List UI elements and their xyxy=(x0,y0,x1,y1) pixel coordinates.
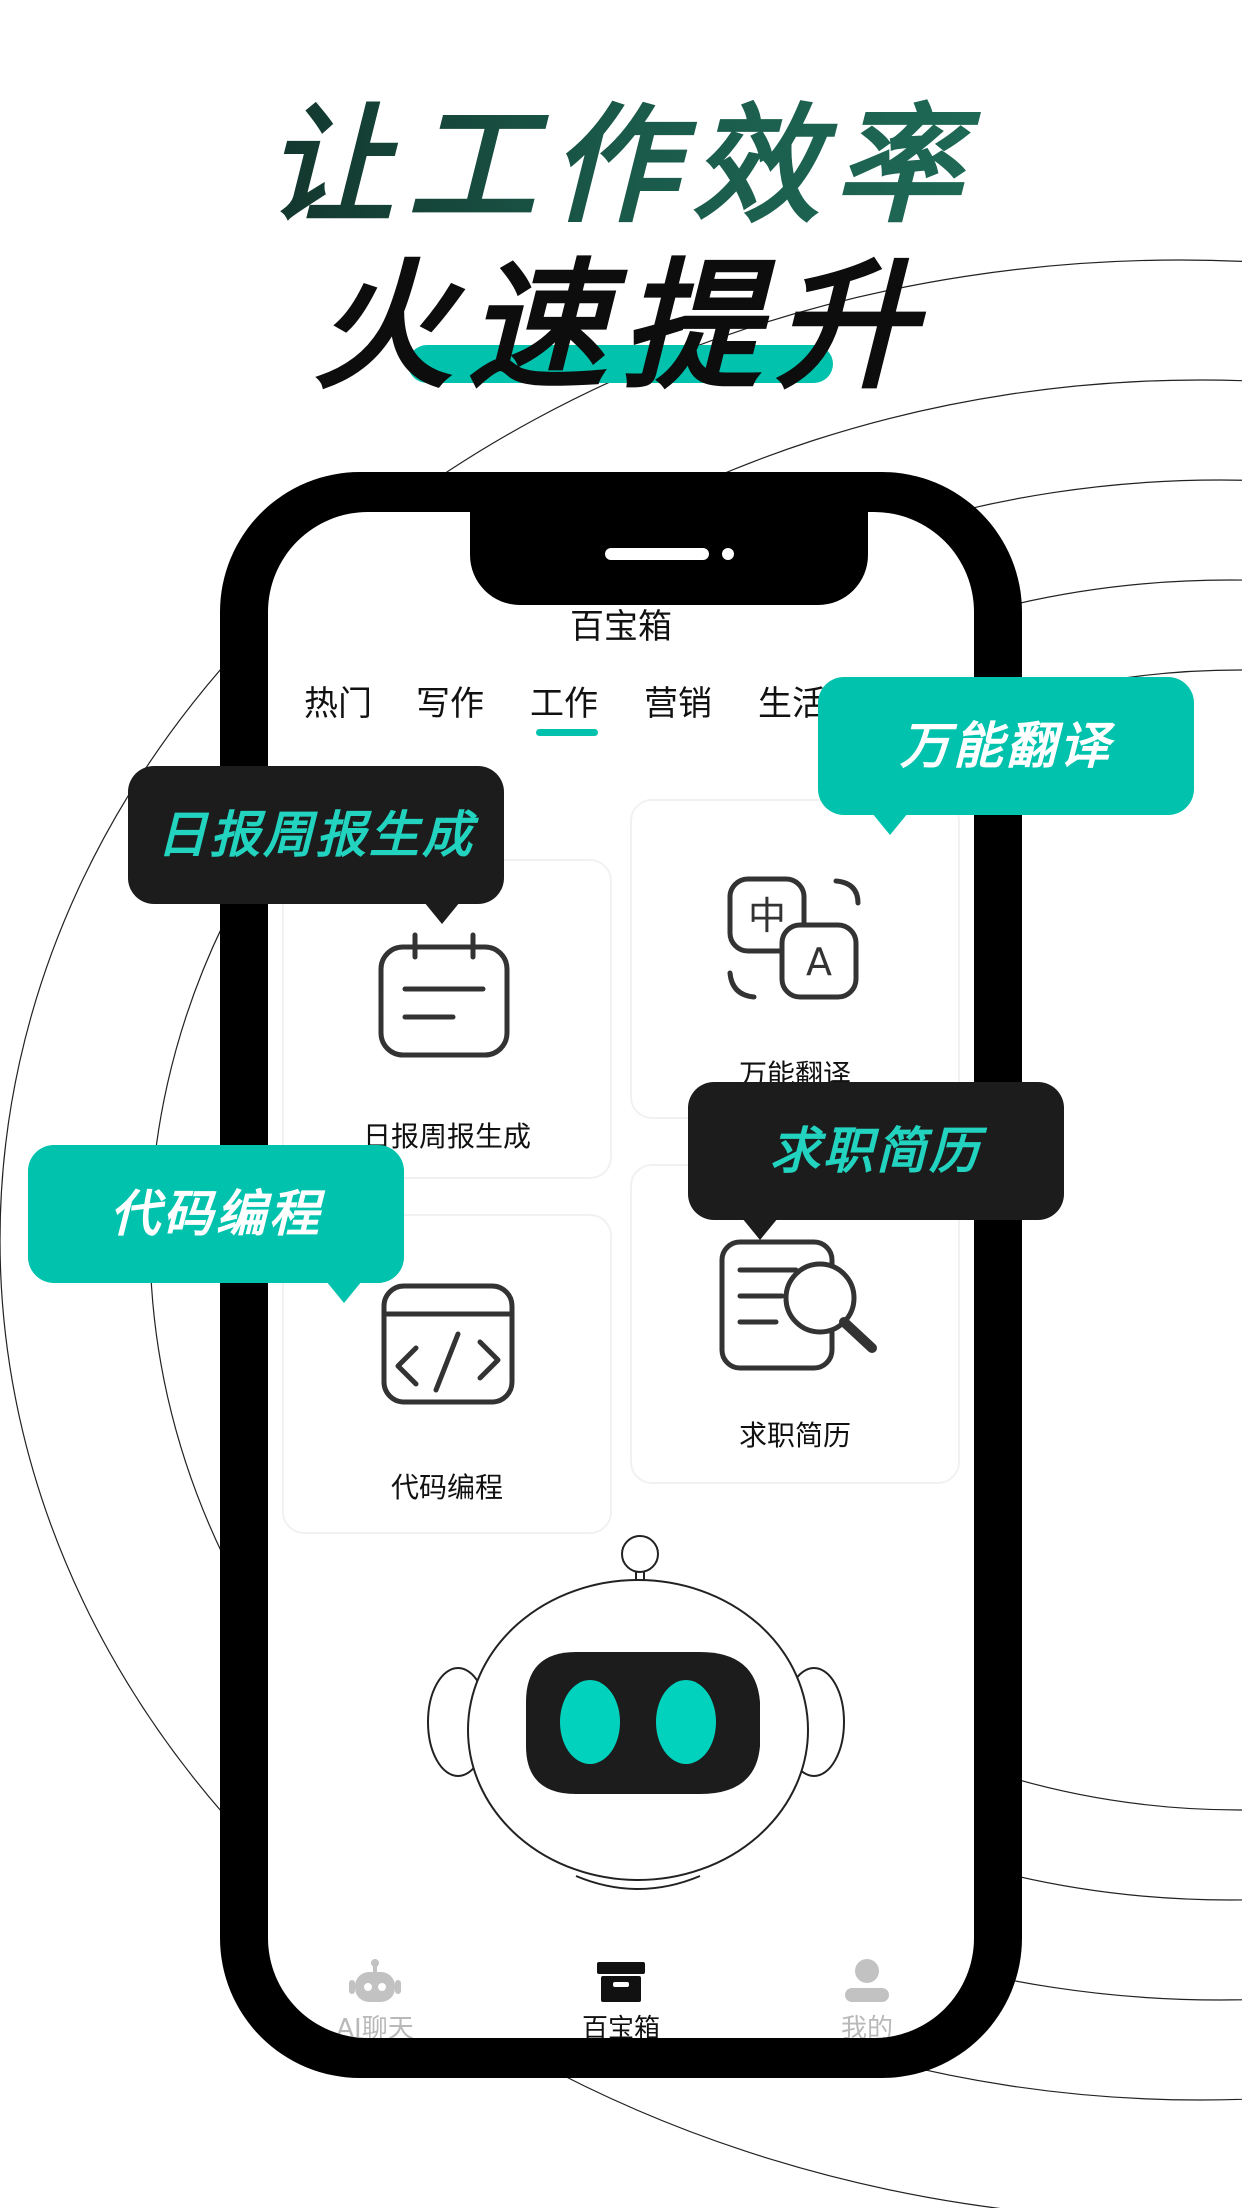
card-label: 求职简历 xyxy=(738,1419,851,1452)
callout-label: 求职简历 xyxy=(770,1122,982,1180)
card-translate[interactable]: 中 A 万能翻译 xyxy=(630,799,960,1119)
callout-label: 日报周报生成 xyxy=(157,806,475,864)
card-label: 代码编程 xyxy=(390,1471,503,1504)
tab-life[interactable]: 生活 xyxy=(758,684,826,724)
nav-ai-chat[interactable]: AI聊天 xyxy=(300,1958,450,2038)
svg-text:A: A xyxy=(806,940,832,984)
tab-marketing[interactable]: 营销 xyxy=(644,684,712,724)
callout-tail xyxy=(326,1281,362,1303)
tab-hot[interactable]: 热门 xyxy=(304,684,372,724)
box-icon xyxy=(597,1962,645,2002)
front-camera xyxy=(722,548,734,560)
code-icon xyxy=(381,1283,515,1405)
svg-text:中: 中 xyxy=(748,894,786,938)
robot-icon xyxy=(349,1959,401,2002)
callout-tail xyxy=(424,902,460,924)
user-icon xyxy=(845,1959,889,2002)
nav-label: 百宝箱 xyxy=(581,2014,660,2038)
tab-work[interactable]: 工作 xyxy=(530,684,598,724)
robot-mascot xyxy=(427,1535,845,1890)
callout-tail xyxy=(872,813,908,835)
callout-daily-report: 日报周报生成 xyxy=(128,766,504,924)
callout-code: 代码编程 xyxy=(28,1145,404,1303)
callout-translate: 万能翻译 xyxy=(818,677,1194,835)
resume-search-icon xyxy=(719,1239,877,1371)
headline-line-1: 让工作效率 xyxy=(0,92,1242,242)
nav-profile[interactable]: 我的 xyxy=(792,1958,942,2038)
active-tab-indicator xyxy=(536,729,598,736)
phone-notch xyxy=(470,512,868,605)
callout-label: 代码编程 xyxy=(110,1185,322,1243)
callout-tail xyxy=(742,1218,778,1240)
tab-writing[interactable]: 写作 xyxy=(416,684,484,724)
nav-label: 我的 xyxy=(840,2014,893,2038)
nav-label: AI聊天 xyxy=(336,2014,414,2038)
headline-underline xyxy=(408,345,833,383)
translate-icon: 中 A xyxy=(727,876,861,1000)
nav-toolbox[interactable]: 百宝箱 xyxy=(546,1958,696,2038)
callout-label: 万能翻译 xyxy=(900,717,1112,775)
page-title: 百宝箱 xyxy=(570,607,672,647)
speaker-grille xyxy=(605,548,709,560)
callout-resume: 求职简历 xyxy=(688,1082,1064,1240)
headline-line-2: 火速提升 xyxy=(312,246,929,409)
calendar-icon xyxy=(378,932,510,1058)
